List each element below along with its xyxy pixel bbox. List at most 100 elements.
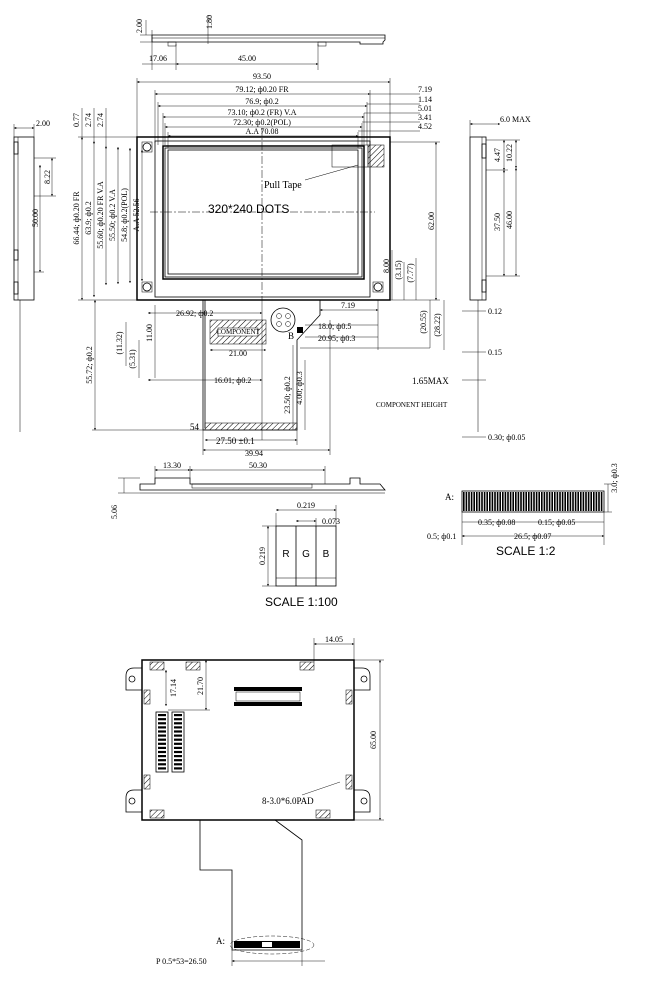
bottom-d1330: 13.30	[163, 461, 181, 470]
fpc-finger	[546, 492, 548, 511]
dim-fpc-offset: 26.92; ф0.2	[176, 309, 213, 318]
dim-fr-width: 79.12; ф0.20 FR	[235, 85, 289, 94]
connector-pin	[174, 738, 182, 741]
rgb-d0073: 0.073	[322, 517, 340, 526]
detail-a-d015: 0.15; ф0.05	[538, 518, 575, 527]
fpc-finger	[561, 492, 564, 511]
bottom-d5030: 50.30	[249, 461, 267, 470]
dim-v-800: 8.00	[382, 259, 391, 273]
fpc-finger	[520, 492, 522, 511]
bottom-d506: 5.06	[110, 505, 119, 519]
top-view: 2.00 1.80 17.06 45.00	[135, 15, 386, 70]
right-d1022: 10.22	[505, 144, 514, 162]
connector-pin	[174, 755, 182, 758]
connector-pin	[158, 750, 166, 754]
fpc-finger	[590, 492, 592, 511]
connector-pin	[158, 718, 166, 721]
dim-3994: 39.94	[245, 449, 263, 458]
dim-400: 4.00; ф0.3	[295, 371, 304, 404]
fpc-finger	[572, 492, 574, 511]
rgb-pixel-detail: R G B 0.219 0.073 0.219 SCALE 1:100	[258, 501, 340, 609]
dim-531: (5.31)	[128, 349, 137, 369]
fpc-finger	[598, 492, 600, 511]
fpc-fingers	[463, 492, 603, 511]
connector-pin	[158, 714, 166, 717]
dim-r3: 5.01	[418, 104, 432, 113]
right-d3750: 37.50	[493, 213, 502, 231]
dim-v-315: (3.15)	[394, 260, 403, 280]
fpc-finger	[494, 492, 496, 511]
left-h2: 50.00	[31, 209, 40, 227]
front-horizontal-dims: 93.50 79.12; ф0.20 FR 76.9; ф0.2 73.10; …	[136, 72, 432, 148]
detail-a-d265: 26.5; ф0.07	[514, 532, 551, 541]
fpc-finger	[564, 492, 566, 511]
fpc-finger	[478, 492, 481, 511]
fpc-finger	[528, 492, 530, 511]
dim-2095: 20.95; ф0.3	[318, 334, 355, 343]
fpc-finger	[525, 492, 527, 511]
top-h2: 1.80	[205, 15, 214, 29]
right-comp-h: COMPONENT HEIGHT	[376, 401, 448, 409]
pull-tape-label: Pull Tape	[264, 180, 302, 191]
connector-pin	[174, 742, 182, 745]
connector-pin	[174, 767, 182, 770]
rgb-r: R	[282, 549, 289, 560]
dim-left3: 2.74	[96, 113, 105, 127]
dim-v-va2: 55.50; ф0.2 V.A	[108, 189, 117, 241]
fpc-finger	[548, 492, 551, 511]
top-w2: 45.00	[238, 54, 256, 63]
fpc-finger	[522, 492, 525, 511]
rgb-b: B	[323, 549, 330, 560]
fpc-finger	[577, 492, 579, 511]
fpc-finger	[468, 492, 470, 511]
front-view: 93.50 79.12; ф0.20 FR 76.9; ф0.2 73.10; …	[72, 72, 445, 458]
fpc-finger	[554, 492, 556, 511]
detail-a-d035: 0.35; ф0.08	[478, 518, 515, 527]
fpc-finger	[463, 492, 465, 511]
connector-pin	[174, 714, 182, 717]
right-d015: 0.15	[488, 348, 502, 357]
resolution-label: 320*240 DOTS	[208, 202, 289, 216]
connector-pin	[158, 746, 166, 749]
right-side-view: 6.0 MAX 4.47 10.22 37.50 46.00 0.12 0.15…	[376, 115, 531, 442]
connector-pin	[158, 734, 166, 737]
dim-overall-width: 93.50	[253, 72, 271, 81]
fpc-finger	[507, 492, 509, 511]
b-label: B	[288, 331, 294, 341]
connector-pin	[158, 763, 166, 766]
dim-left2: 2.74	[84, 113, 93, 127]
fpc-finger	[551, 492, 553, 511]
fpc-finger	[470, 492, 473, 511]
rgb-d0219: 0.219	[297, 501, 315, 510]
connector-pin	[174, 759, 182, 762]
dim-va-outer: 76.9; ф0.2	[245, 97, 278, 106]
fpc-finger	[538, 492, 540, 511]
right-d447: 4.47	[493, 148, 502, 162]
right-max: 6.0 MAX	[500, 115, 531, 124]
fpc-finger	[512, 492, 514, 511]
dim-va-width: 73.10; ф0.2 (FR) V.A	[227, 108, 296, 117]
pin-54-label: 54	[190, 422, 200, 432]
rgb-scale: SCALE 1:100	[265, 595, 338, 609]
dim-1601: 16.01; ф0.2	[214, 376, 251, 385]
connector-pin	[174, 750, 182, 754]
back-d1714: 17.14	[169, 679, 178, 697]
back-a-label: A:	[216, 936, 225, 946]
dim-r2: 1.14	[418, 95, 432, 104]
fpc-finger	[489, 492, 491, 511]
dim-1100: 11.00	[145, 324, 154, 342]
dim-v-total: 62.00	[427, 212, 436, 230]
connector-pin	[174, 763, 182, 766]
dim-left1: 0.77	[72, 113, 81, 127]
dim-v-pol: 54.8; ф0.2(POL)	[120, 188, 129, 242]
component-label: COMPONENT	[216, 328, 260, 336]
dim-132: (11.32)	[115, 331, 124, 354]
fpc-finger	[476, 492, 478, 511]
right-d012: 0.12	[488, 307, 502, 316]
detail-a-d05: 0.5; ф0.1	[427, 532, 456, 541]
fpc-finger	[556, 492, 559, 511]
fpc-finger	[481, 492, 483, 511]
dim-r5: 4.52	[418, 122, 432, 131]
right-d030: 0.30; ф0.05	[488, 433, 525, 442]
back-d1405: 14.05	[325, 635, 343, 644]
